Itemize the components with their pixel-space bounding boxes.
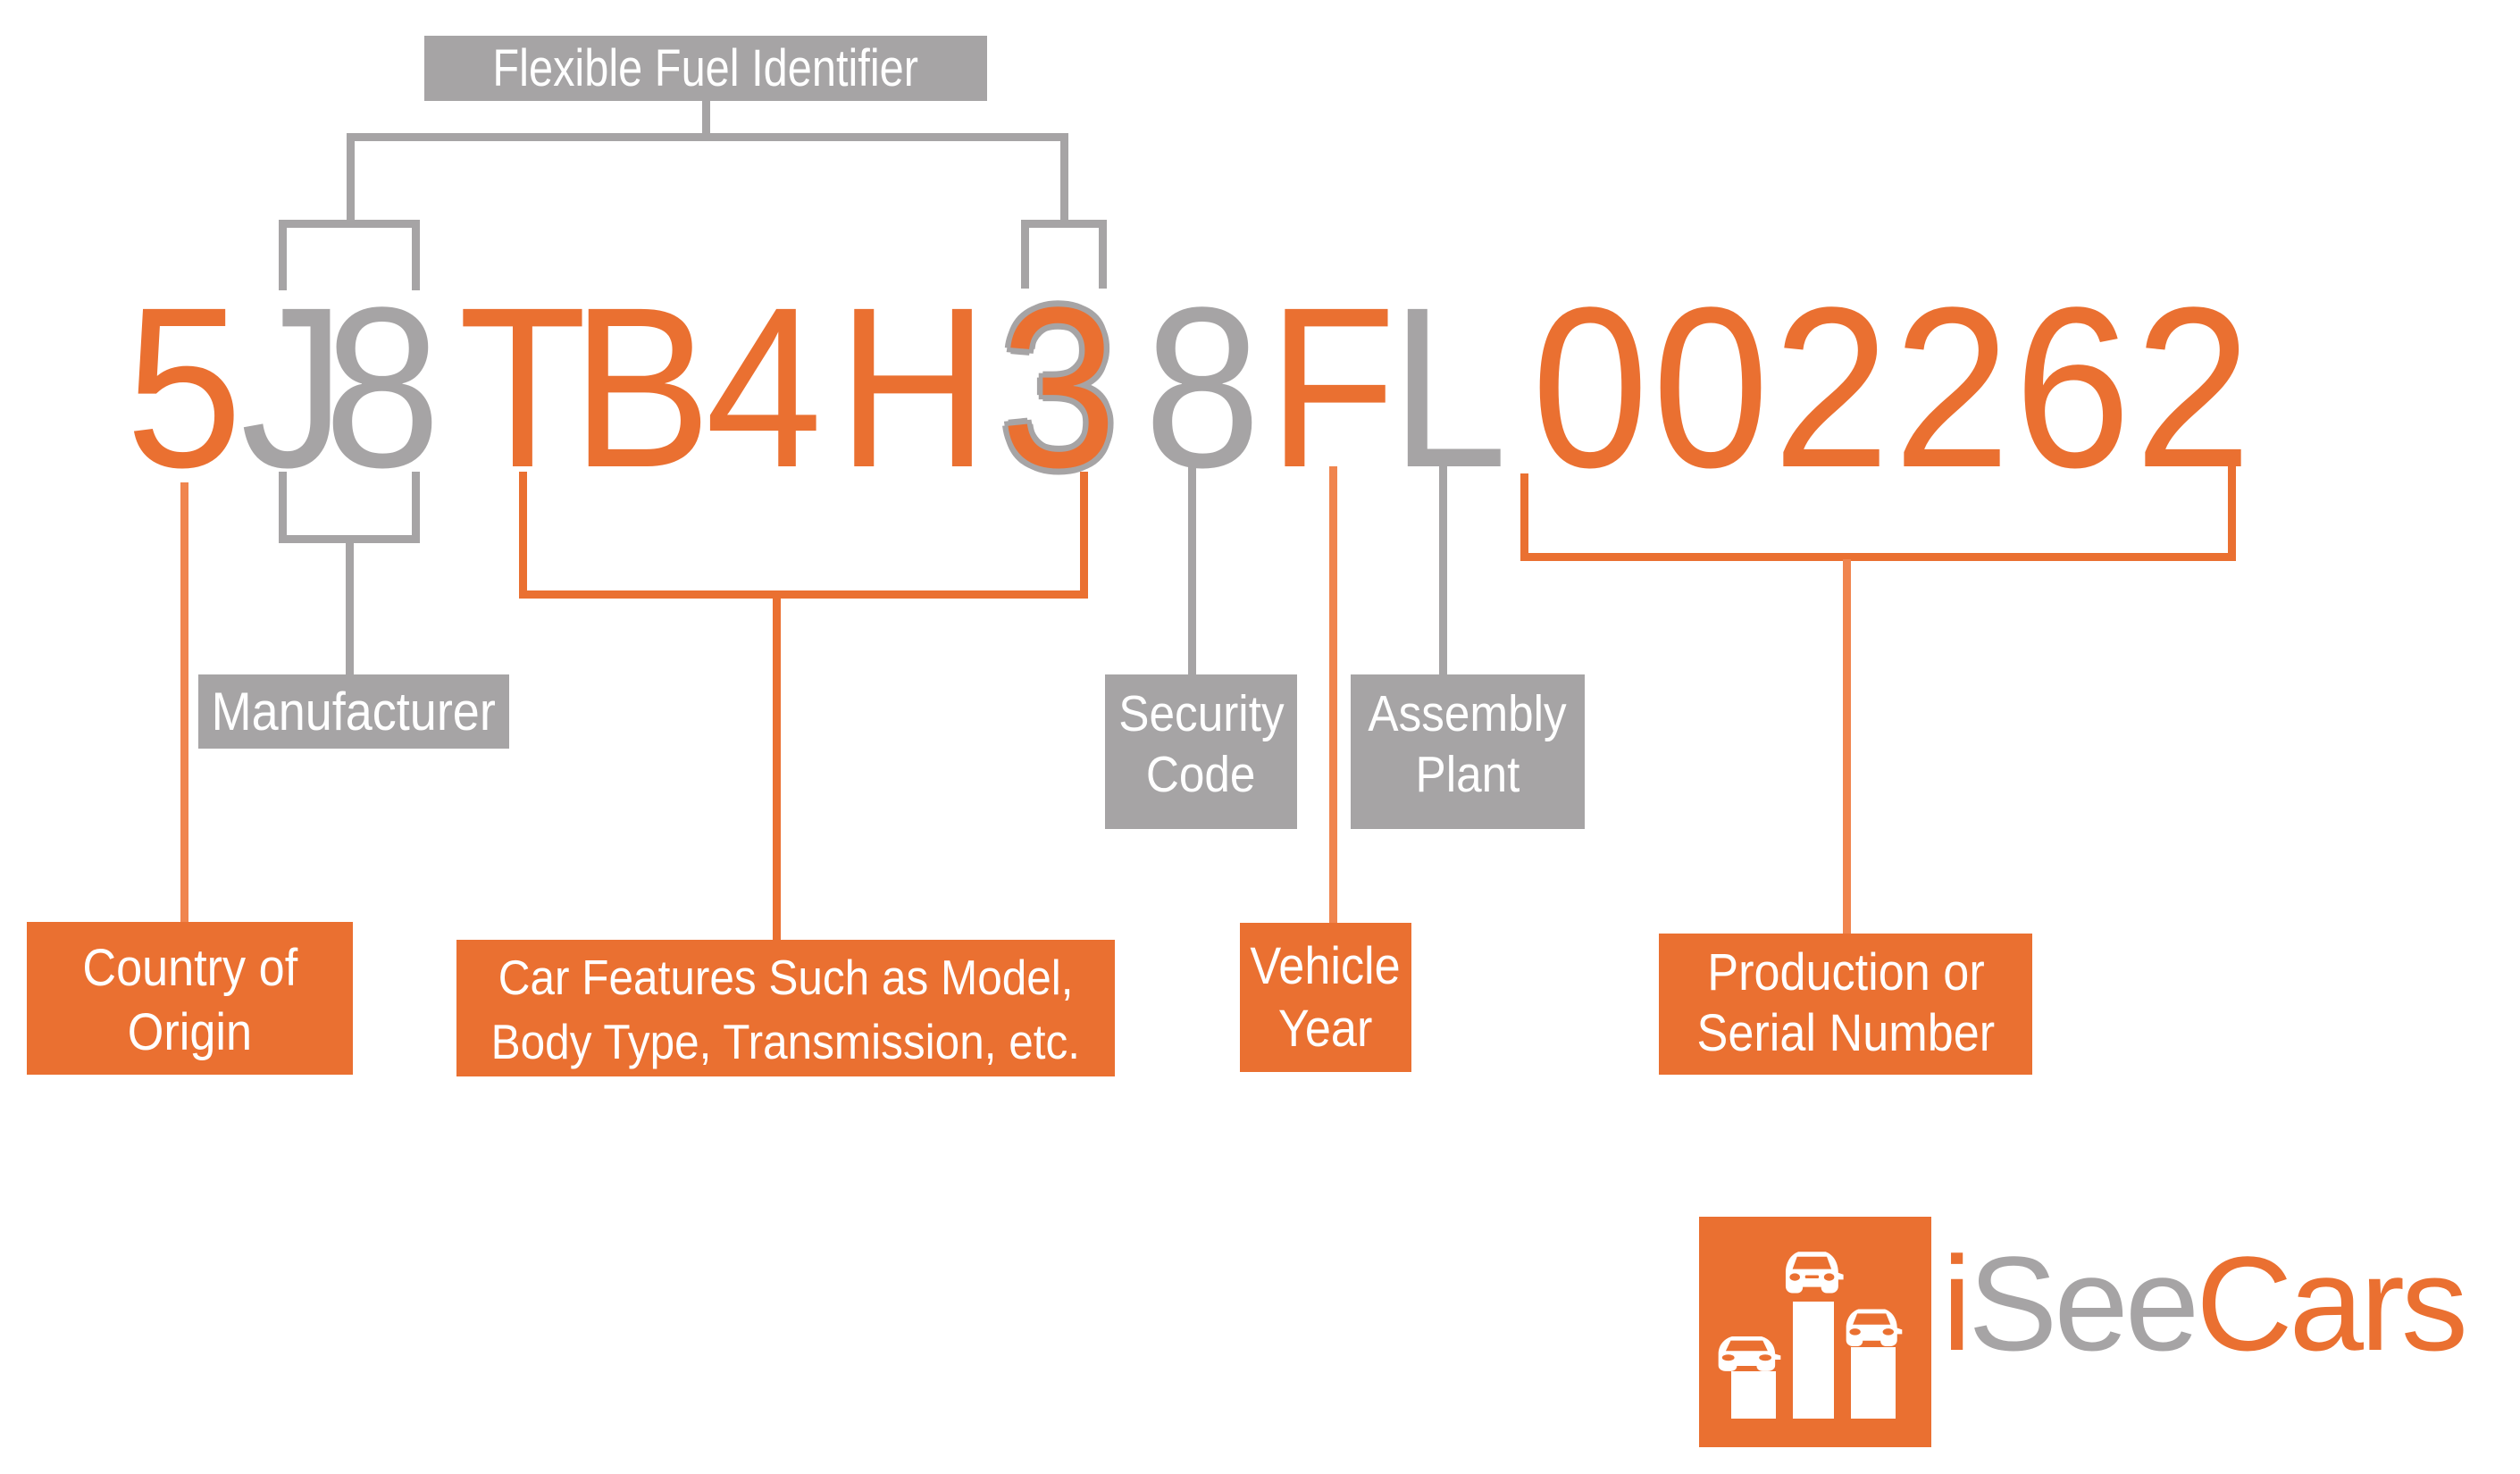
logo-text-cars: Cars [2196,1228,2468,1378]
vehicle-year-connector-line [1329,466,1337,923]
security-code-box: Security Code [1105,674,1297,829]
vehicle-year-label-line2: Year [1278,1000,1373,1058]
logo-text-i: i [1942,1228,1972,1378]
car-icon [1785,1252,1844,1294]
vin-char: 4 [705,260,823,515]
manufacturer-box: Manufacturer [198,674,509,749]
security-code-label-line1: Security [1118,685,1285,742]
vin-char: 2 [2134,260,2252,515]
features-stem-line [773,597,781,940]
char3-top-bracket-right-leg [1099,224,1107,289]
car-features-box: Car Features Such as Model, Body Type, T… [456,940,1115,1076]
serial-bracket-bar [1520,553,2236,561]
vin-char: L [1390,260,1508,515]
j8-bottom-bracket-bar [279,535,420,543]
vin-char: H [836,260,990,515]
car-icon [1718,1336,1781,1371]
assembly-plant-label-line2: Plant [1415,746,1520,803]
car-features-label-line2: Body Type, Transmission, etc. [490,1014,1081,1069]
j8-bottom-bracket-left-leg [279,472,287,540]
production-serial-label-line1: Production or [1706,943,1985,1001]
vin-char: 2 [1893,260,2011,515]
country-of-origin-label-line1: Country of [82,939,297,997]
vin-char: 6 [2013,260,2131,515]
vin-char: 8 [323,260,441,515]
assembly-connector-line [1439,466,1447,674]
j8-top-bracket-left-leg [279,224,287,290]
iseecars-logo: iSeeCars [1699,1217,2503,1447]
top-right-vertical-line [1060,137,1068,224]
j8-top-bracket-bar [279,220,420,228]
char3-top-bracket-bar [1021,220,1107,228]
manufacturer-stem-line [346,540,354,674]
features-bracket-right-leg [1080,472,1088,597]
iseecars-podium-cars-icon [1699,1217,1931,1447]
vehicle-year-box: Vehicle Year [1240,923,1411,1072]
vin-char: 3 [1000,260,1118,515]
vin-char: F [1268,260,1396,515]
country-connector-line [180,482,188,922]
vin-char: 2 [1772,260,1890,515]
char3-top-bracket-left-leg [1021,224,1029,289]
vin-char: 0 [1531,260,1649,515]
top-box-stem-line [702,101,710,137]
country-of-origin-label-line2: Origin [127,1003,253,1061]
j8-bottom-bracket-right-leg [412,472,420,540]
features-bracket-left-leg [519,472,527,597]
top-left-vertical-line [347,137,355,224]
iseecars-wordmark: iSeeCars [1942,1236,2468,1370]
vehicle-year-label-line1: Vehicle [1250,937,1402,995]
car-icon [1846,1309,1903,1346]
vin-char: T [458,260,587,515]
vin-char: 5 [125,260,243,515]
manufacturer-label: Manufacturer [211,682,497,741]
features-bracket-bar [519,590,1088,599]
vin-char: B [571,260,712,515]
flexible-fuel-identifier-box: Flexible Fuel Identifier [424,36,987,101]
serial-bracket-right-leg [2228,466,2236,559]
vin-char: 0 [1652,260,1770,515]
serial-bracket-left-leg [1520,473,1528,559]
security-code-label-line2: Code [1146,746,1256,803]
flexible-fuel-identifier-label: Flexible Fuel Identifier [492,39,919,97]
assembly-plant-box: Assembly Plant [1351,674,1585,829]
serial-stem-line [1843,559,1851,934]
security-connector-line [1188,466,1196,674]
assembly-plant-label-line1: Assembly [1368,685,1568,742]
vin-char: J [240,260,346,515]
production-serial-label-line2: Serial Number [1696,1004,1995,1062]
country-of-origin-box: Country of Origin [27,922,353,1075]
production-serial-box: Production or Serial Number [1659,934,2032,1075]
j8-top-bracket-right-leg [412,224,420,290]
vin-char: 8 [1143,260,1261,515]
top-horizontal-line [347,133,1068,141]
car-features-label-line1: Car Features Such as Model, [498,950,1074,1005]
logo-text-see: See [1968,1228,2199,1378]
